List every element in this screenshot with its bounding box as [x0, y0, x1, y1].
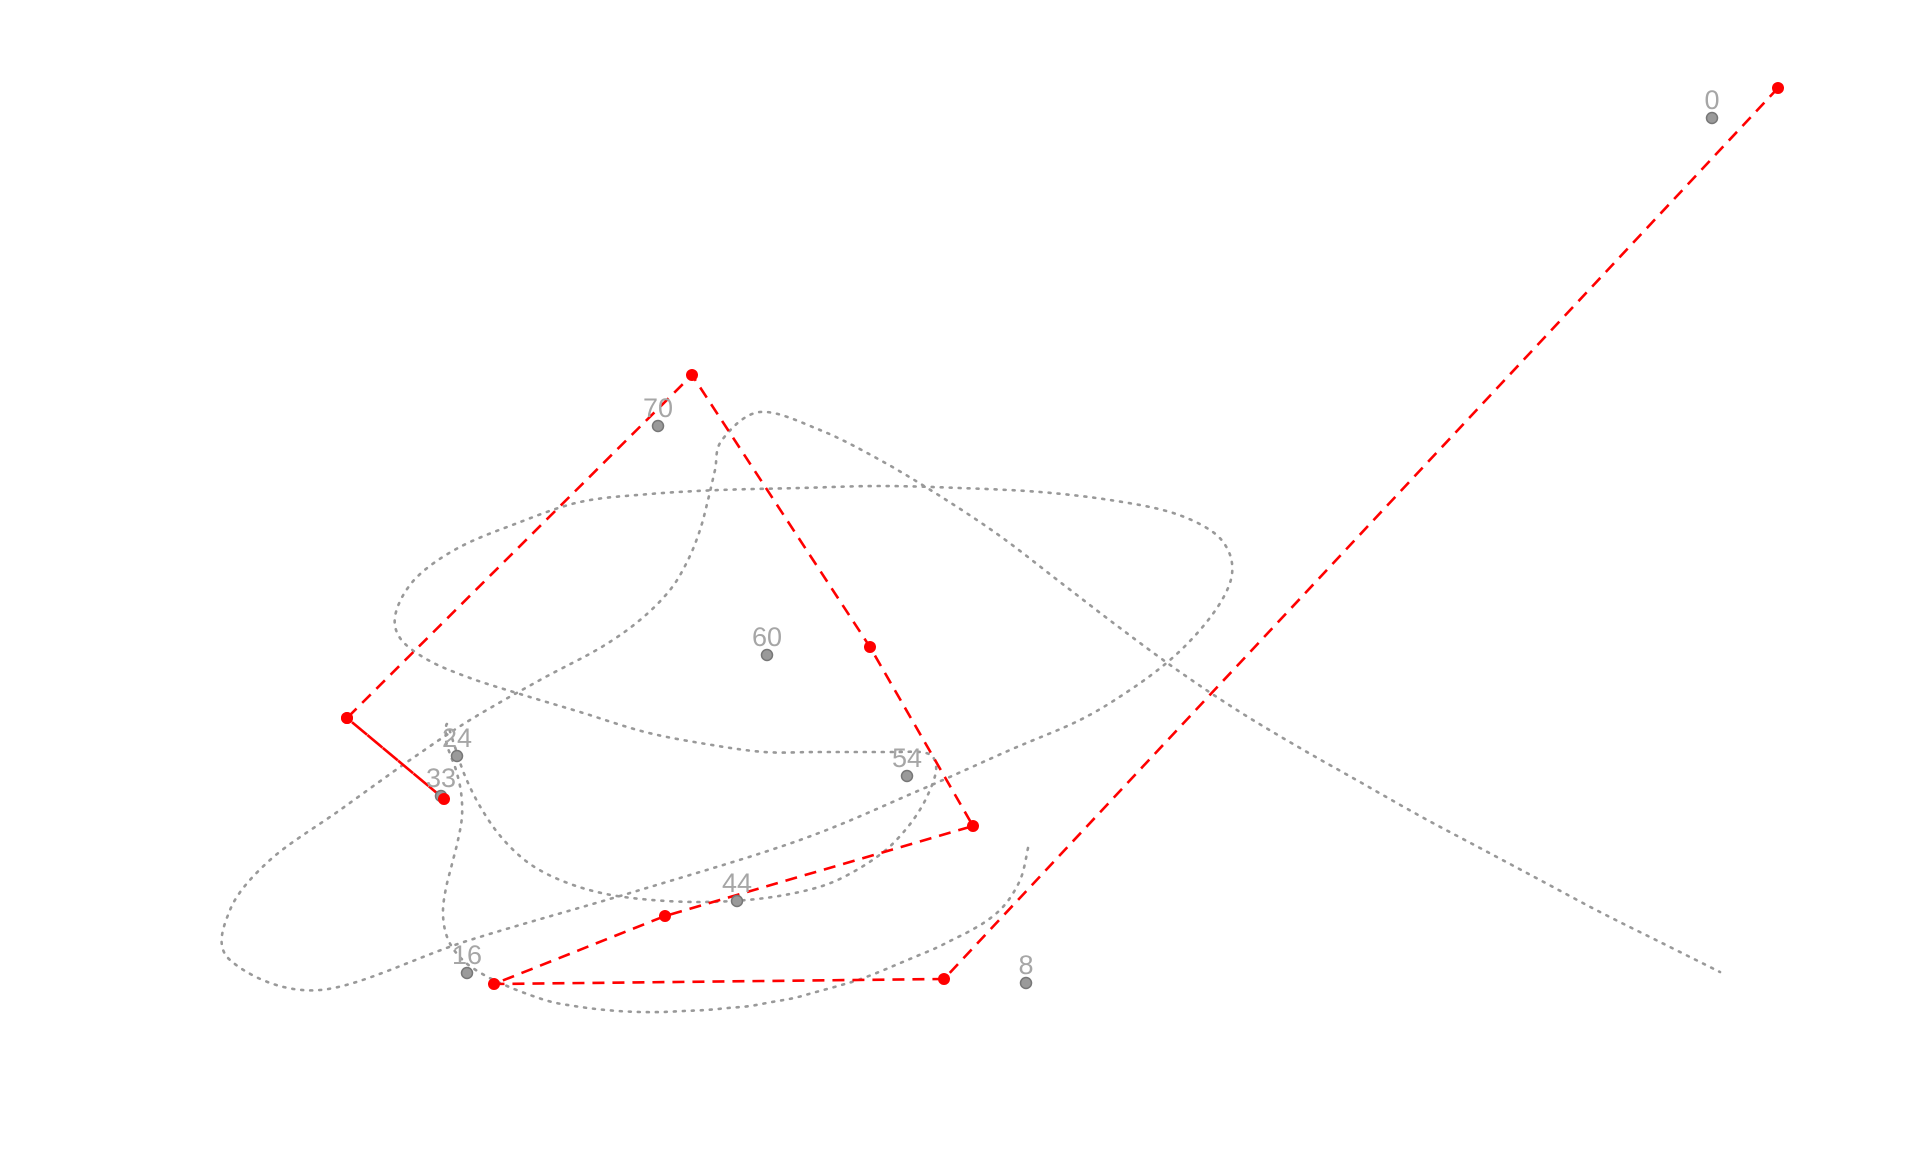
red-point-5 [864, 641, 876, 653]
gray-marker-60 [760, 648, 774, 662]
marker-label-8: 8 [1018, 950, 1033, 980]
gray-marker-16 [460, 966, 474, 980]
gray-marker-0 [1705, 111, 1719, 125]
red-point-1 [938, 973, 950, 985]
red-point-0 [1772, 82, 1784, 94]
red-point-6 [686, 369, 698, 381]
marker-label-16: 16 [452, 940, 482, 970]
marker-label-54: 54 [892, 743, 922, 773]
red-point-4 [967, 820, 979, 832]
labeled-markers-layer: 0 70 60 54 24 33 44 16 8 [426, 85, 1720, 990]
dotted-trajectory-layer [220, 410, 1722, 1014]
gray-marker-24 [450, 749, 464, 763]
gray-marker-70 [651, 419, 665, 433]
red-point-8 [438, 793, 450, 805]
dashed-polyline [345, 87, 1779, 986]
red-points-layer [341, 82, 1784, 990]
marker-label-70: 70 [643, 393, 673, 423]
dashed-polyline-layer [345, 87, 1779, 986]
red-point-2 [488, 978, 500, 990]
marker-label-60: 60 [752, 622, 782, 652]
marker-label-24: 24 [442, 723, 472, 753]
red-point-3 [659, 910, 671, 922]
gray-marker-44 [730, 894, 744, 908]
marker-label-44: 44 [722, 868, 752, 898]
marker-label-33: 33 [426, 763, 456, 793]
gray-marker-54 [900, 769, 914, 783]
gray-marker-8 [1019, 976, 1033, 990]
dotted-trajectory-line [220, 410, 1722, 1014]
marker-label-0: 0 [1704, 85, 1719, 115]
red-point-9 [341, 712, 353, 724]
